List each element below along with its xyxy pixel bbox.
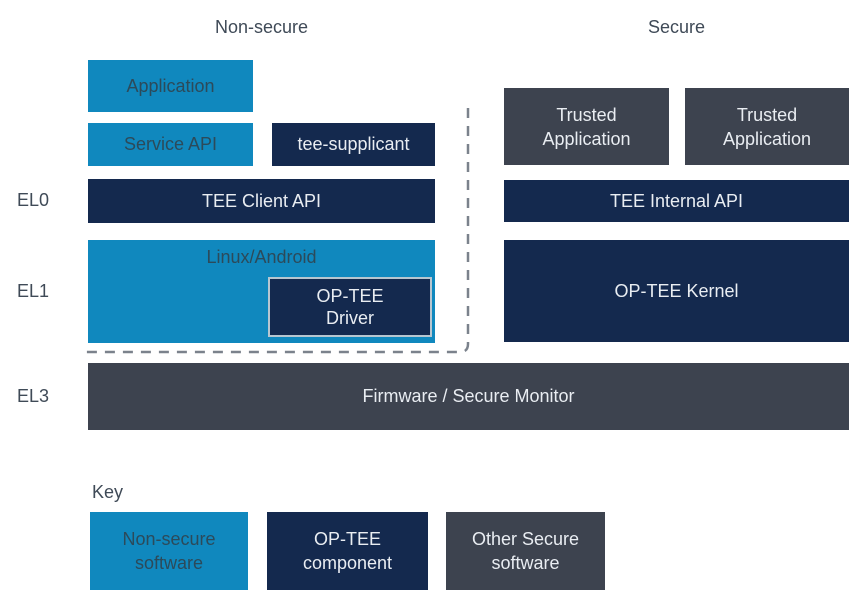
key-other-secure-software: Other Secure software: [446, 512, 605, 590]
non-secure-column-header: Non-secure: [214, 17, 309, 37]
key-optee-component: OP-TEE component: [267, 512, 428, 590]
key-non-secure-software: Non-secure software: [90, 512, 248, 590]
service-api-box: Service API: [88, 123, 253, 166]
tee-internal-api-box: TEE Internal API: [504, 180, 849, 222]
trusted-application-box-1: Trusted Application: [504, 88, 669, 165]
trusted-application-box-2: Trusted Application: [685, 88, 849, 165]
optee-kernel-box: OP-TEE Kernel: [504, 240, 849, 342]
application-box: Application: [88, 60, 253, 112]
secure-column-header: Secure: [647, 17, 706, 37]
el3-label: EL3: [17, 386, 50, 406]
el1-label: EL1: [17, 281, 50, 301]
el0-label: EL0: [17, 190, 50, 210]
tee-supplicant-box: tee-supplicant: [272, 123, 435, 166]
optee-driver-box: OP-TEE Driver: [268, 277, 432, 337]
firmware-secure-monitor-box: Firmware / Secure Monitor: [88, 363, 849, 430]
key-title: Key: [92, 482, 124, 502]
tee-client-api-box: TEE Client API: [88, 179, 435, 223]
